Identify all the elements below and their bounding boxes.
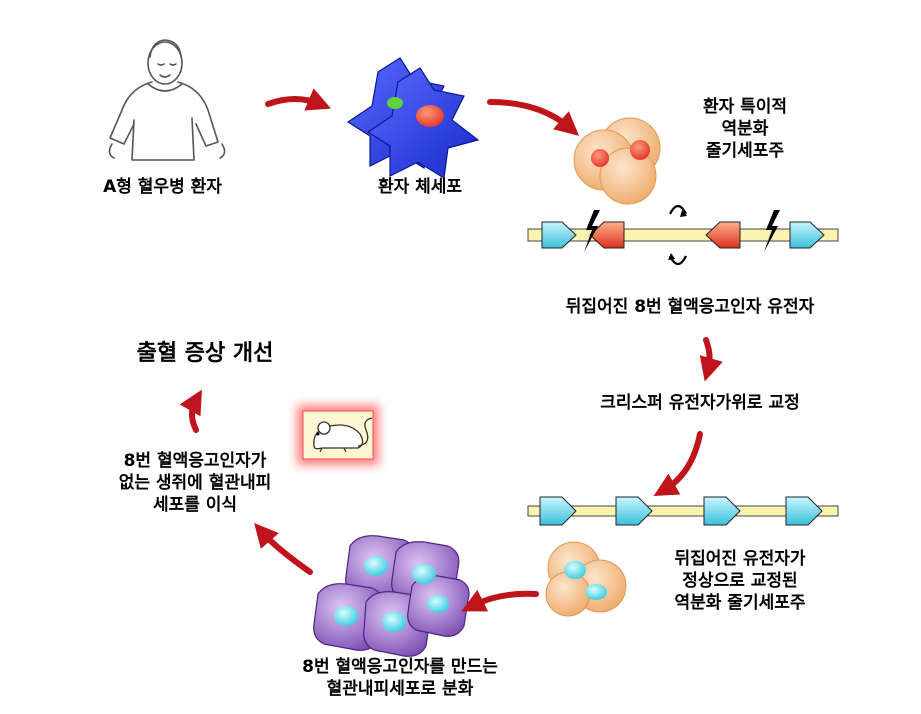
cycle-arrows xyxy=(179,88,723,612)
label-corrected: 뒤집어진 유전자가 정상으로 교정된 역분화 줄기세포주 xyxy=(630,548,850,614)
mouse-icon xyxy=(297,405,379,465)
arrow-corrected-to-endothelial xyxy=(461,589,539,612)
label-endothelial-line-1: 8번 혈액응고인자를 만드는 xyxy=(302,657,498,677)
label-corrected-line-1: 뒤집어진 유전자가 xyxy=(674,549,806,569)
arrow-gene-to-crispr xyxy=(699,337,723,382)
label-crispr: 크리스퍼 유전자가위로 교정 xyxy=(600,393,800,413)
label-inverted-gene: 뒤집어진 8번 혈액응고인자 유전자 xyxy=(565,297,815,317)
label-result: 출혈 증상 개선 xyxy=(136,341,274,366)
label-transplant-line-2: 없는 생쥐에 혈관내피 xyxy=(118,473,272,493)
arrow-transplant-to-result xyxy=(179,389,202,433)
label-ipsc-line-1: 환자 특이적 xyxy=(702,97,788,117)
label-ipsc: 환자 특이적 역분화 줄기세포주 xyxy=(670,96,820,162)
label-transplant-line-1: 8번 혈액응고인자가 xyxy=(123,451,267,471)
label-somatic-cell: 환자 체세포 xyxy=(377,177,463,197)
label-corrected-line-2: 정상으로 교정된 xyxy=(682,571,798,591)
arrow-patient-to-cell xyxy=(265,88,332,111)
endothelial-cells-icon xyxy=(313,535,470,657)
label-ipsc-line-2: 역분화 xyxy=(721,119,769,139)
label-corrected-line-3: 역분화 줄기세포주 xyxy=(674,593,806,613)
label-transplant: 8번 혈액응고인자가 없는 생쥐에 혈관내피 세포를 이식 xyxy=(70,450,320,516)
patient-figure xyxy=(108,39,226,161)
gene-inverted-icon xyxy=(527,204,839,266)
label-transplant-line-3: 세포를 이식 xyxy=(152,495,238,515)
arrow-cell-to-ipsc xyxy=(487,99,580,136)
somatic-cell-icon xyxy=(346,57,480,179)
arrow-crispr-to-corrected xyxy=(653,431,703,496)
label-endothelial: 8번 혈액응고인자를 만드는 혈관내피세포로 분화 xyxy=(250,656,550,700)
ipsc-cell-icon xyxy=(573,117,661,205)
label-patient: A형 혈우병 환자 xyxy=(103,177,222,197)
label-ipsc-line-3: 줄기세포주 xyxy=(705,141,785,161)
gene-corrected-icon xyxy=(527,496,839,526)
corrected-cell-icon xyxy=(545,541,627,617)
arrow-endothelial-to-mouse xyxy=(254,522,313,575)
label-endothelial-line-2: 혈관내피세포로 분화 xyxy=(326,679,474,699)
